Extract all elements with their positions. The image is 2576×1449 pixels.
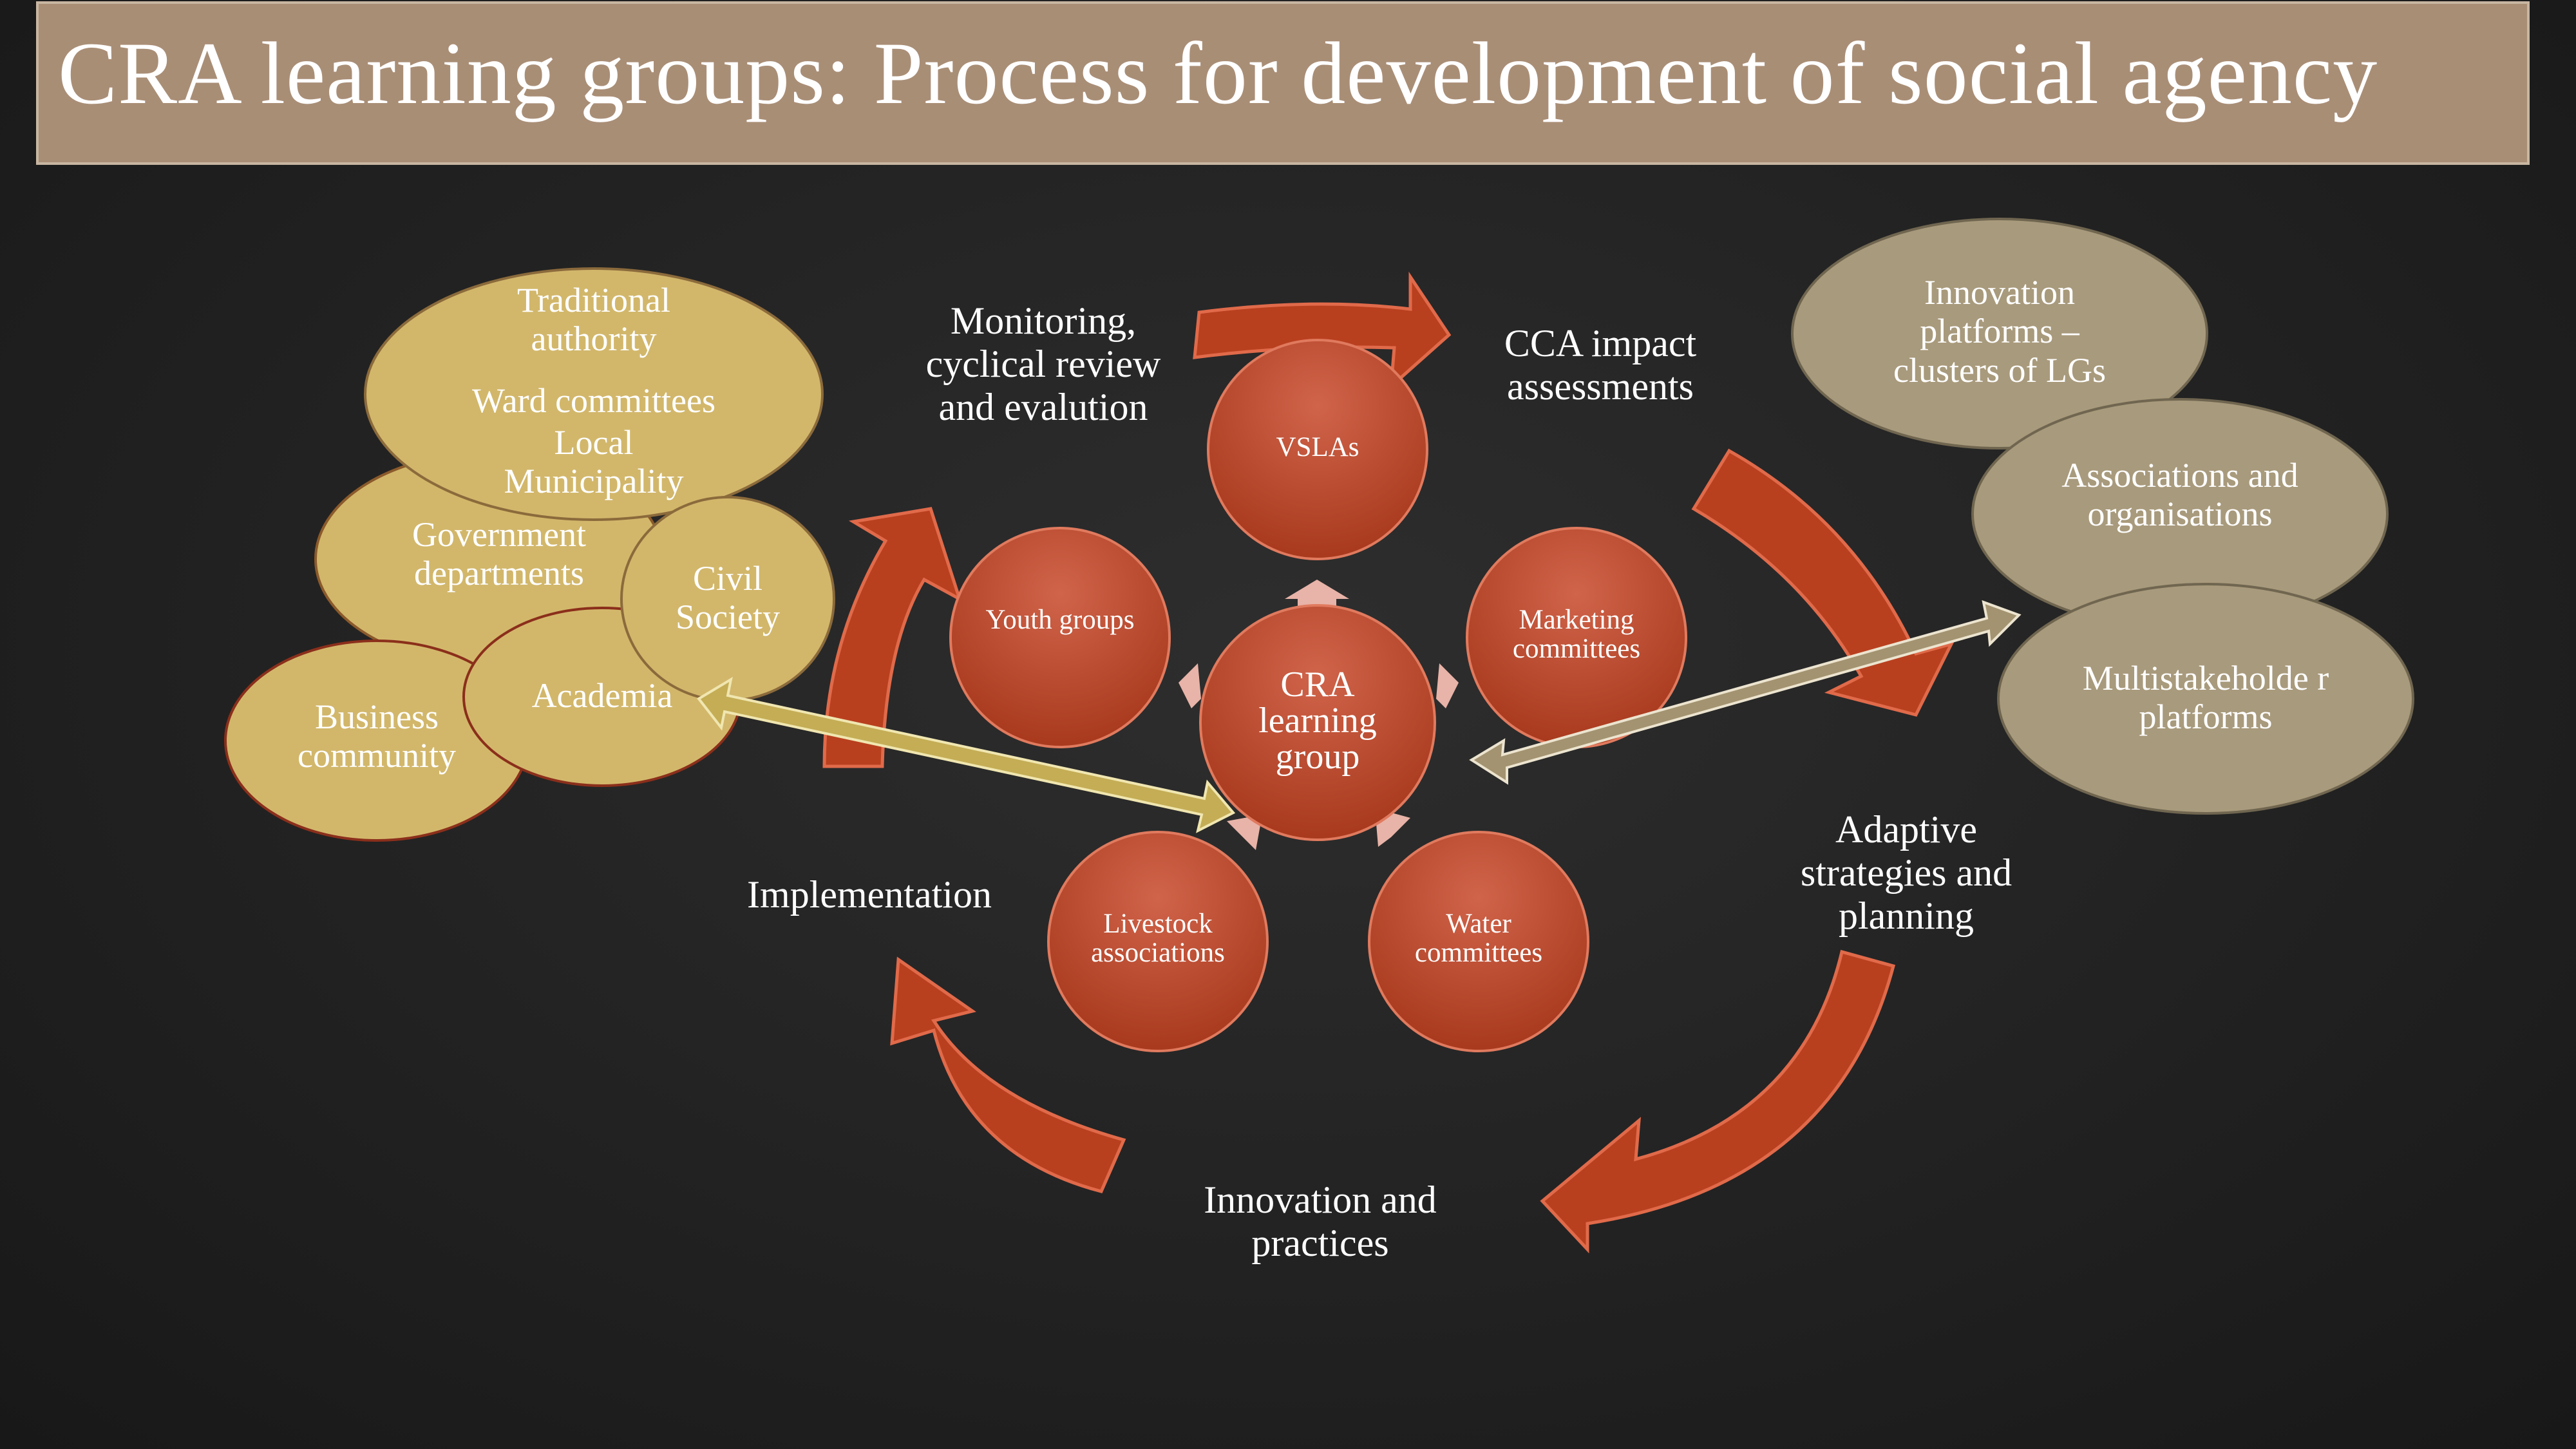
node-youth-label: Youth groups [985, 605, 1135, 635]
node-youth-groups [949, 527, 1171, 748]
label-academia: Academia [531, 676, 673, 715]
connector-arrow-right [1436, 663, 1459, 708]
ellipse-traditional [364, 267, 824, 521]
center-node-label: CRA learning group [1258, 665, 1377, 777]
node-livestock-associations [1047, 831, 1269, 1052]
slide-title: CRA learning groups: Process for develop… [58, 24, 2378, 122]
connector-arrow-left [1179, 663, 1201, 708]
stage-adaptive: Adaptive strategies and planning [1800, 808, 2012, 938]
stage-impact: CCA impact assessments [1504, 322, 1697, 408]
node-cra-center [1199, 604, 1436, 841]
cycle-arrow-bottom-right [1540, 949, 1896, 1254]
cycle-arrow-bottom-left [890, 956, 1126, 1193]
label-traditional-authority: Traditional authority [516, 281, 671, 359]
label-multistakeholder: Multistakeholde r platforms [2082, 659, 2329, 737]
connector-arrow-up [1285, 580, 1349, 609]
title-bar: CRA learning groups: Process for develop… [36, 1, 2530, 165]
label-business-community: Business community [298, 697, 456, 775]
node-vslas-label: VSLAs [1276, 432, 1359, 462]
label-local-municipality: Local Municipality [504, 423, 684, 501]
link-arrow-left [697, 676, 1236, 833]
stage-monitoring: Monitoring, cyclical review and evalutio… [925, 299, 1161, 429]
stage-implementation: Implementation [747, 873, 992, 916]
node-marketing-label: Marketing committees [1512, 605, 1641, 665]
ellipse-multistakeholder [1997, 583, 2414, 815]
node-livestock-label: Livestock associations [1091, 909, 1225, 969]
label-ward-committees: Ward committees [471, 381, 716, 420]
node-water-committees [1368, 831, 1589, 1052]
connector-arrow-bottom-left [1227, 815, 1262, 850]
cycle-arrow-left [822, 507, 963, 768]
node-vslas [1207, 339, 1428, 560]
link-arrow-right [1469, 600, 2022, 785]
stage-innovation: Innovation and practices [1204, 1179, 1437, 1265]
cycle-arrow-top [1193, 271, 1452, 391]
ellipse-innovation-platforms [1791, 218, 2208, 450]
node-water-label: Water committees [1414, 909, 1543, 969]
label-innovation-platforms: Innovation platforms – clusters of LGs [1893, 273, 2106, 390]
label-civil-society: Civil Society [676, 559, 780, 637]
label-associations: Associations and organisations [2061, 456, 2298, 534]
label-government-departments: Government departments [412, 515, 586, 593]
